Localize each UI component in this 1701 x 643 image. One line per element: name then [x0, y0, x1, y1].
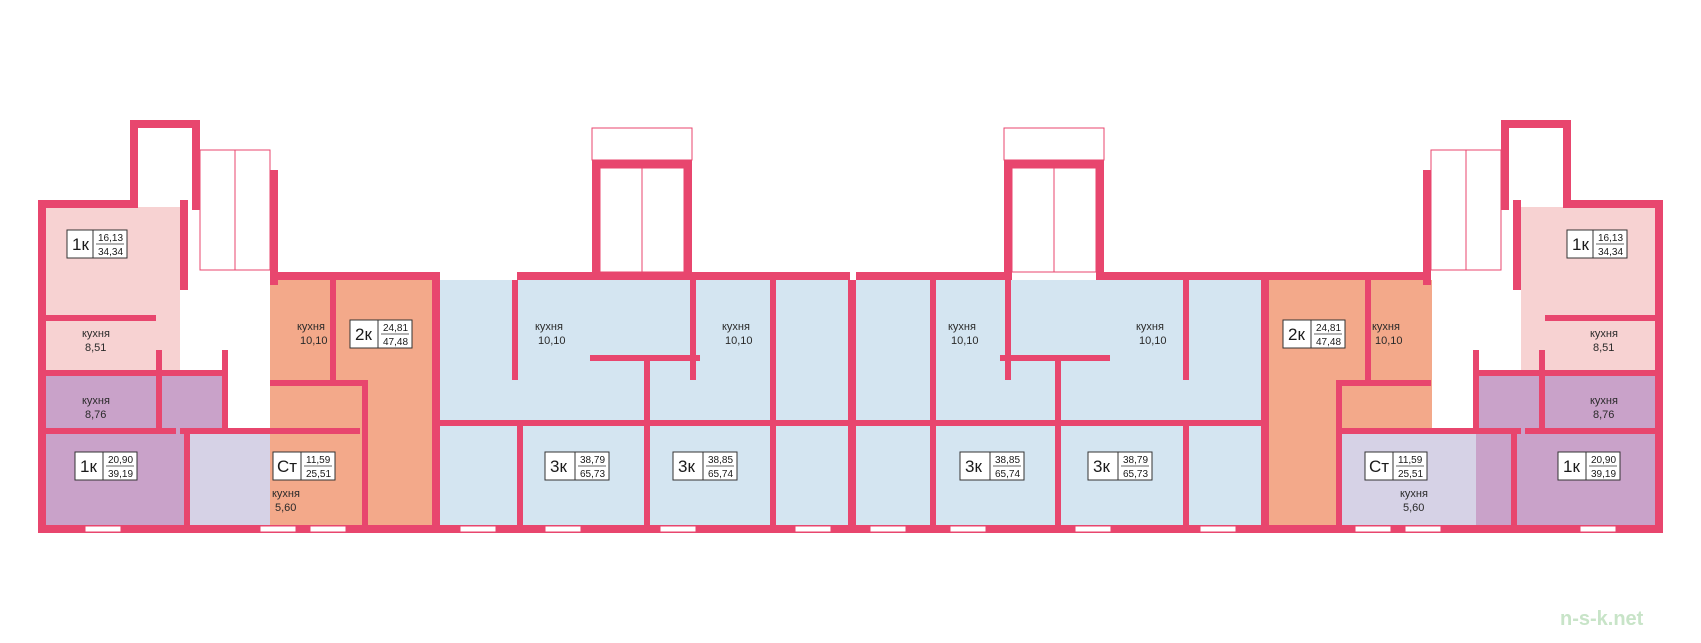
windows: [84, 525, 1617, 533]
kitchen-label: кухня: [722, 321, 750, 333]
apt-area-living: 24,81: [1316, 323, 1341, 334]
apt-area-living: 11,59: [1398, 455, 1423, 466]
apt-type: 1к: [72, 235, 89, 254]
apt-area-total: 65,73: [1123, 469, 1148, 480]
kitchen-label: кухня: [535, 321, 563, 333]
apt-type: 3к: [550, 457, 567, 476]
apt-type: 2к: [1288, 325, 1305, 344]
walls: [38, 120, 1663, 533]
apt-area-living: 11,59: [306, 455, 331, 466]
kitchen-area: 5,60: [275, 502, 296, 514]
kitchen-area: 8,51: [85, 342, 106, 354]
apt-1k-bottom-right-fill: [1476, 370, 1656, 525]
kitchen-area: 8,76: [1593, 409, 1614, 421]
apt-tag-1k-bottom-left: 1к 20,90 39,19: [74, 451, 138, 481]
kitchen-area: 10,10: [951, 335, 979, 347]
apt-type: 3к: [678, 457, 695, 476]
apt-area-living: 38,79: [580, 455, 605, 466]
apt-tag-2k-left: 2к 24,81 47,48: [349, 319, 413, 349]
kitchen-area: 5,60: [1403, 502, 1424, 514]
kitchen-area: 8,76: [85, 409, 106, 421]
kitchen-label: кухня: [82, 395, 110, 407]
apt-type: 3к: [1093, 457, 1110, 476]
apt-type: Ст: [1369, 457, 1389, 476]
kitchen-area: 8,51: [1593, 342, 1614, 354]
apt-tag-1k-top-left: 1к 16,13 34,34: [66, 229, 128, 259]
apt-area-living: 20,90: [108, 455, 133, 466]
apt-area-total: 34,34: [98, 247, 123, 258]
kitchen-label: кухня: [948, 321, 976, 333]
kitchen-label: кухня: [1400, 488, 1428, 500]
apt-tag-3k-4: 3к 38,79 65,73: [1087, 451, 1153, 481]
apt-type: 1к: [1563, 457, 1580, 476]
apartment-labels: 1к 16,13 34,34 кухня 8,51 кухня 8,76 1к …: [66, 229, 1628, 514]
apt-area-total: 65,73: [580, 469, 605, 480]
apt-area-total: 39,19: [108, 469, 133, 480]
kitchen-label: кухня: [1372, 321, 1400, 333]
kitchen-area: 10,10: [725, 335, 753, 347]
apt-area-living: 20,90: [1591, 455, 1616, 466]
stairwells: [199, 127, 1502, 273]
apt-area-total: 39,19: [1591, 469, 1616, 480]
apt-tag-st-right: Ст 11,59 25,51: [1364, 451, 1428, 481]
kitchen-area: 10,10: [300, 335, 328, 347]
watermark: n-s-k.net: [1560, 608, 1644, 630]
apt-area-total: 34,34: [1598, 247, 1623, 258]
apt-type: 1к: [80, 457, 97, 476]
apt-area-living: 24,81: [383, 323, 408, 334]
apt-type: 3к: [965, 457, 982, 476]
apt-tag-2k-right: 2к 24,81 47,48: [1282, 319, 1346, 349]
kitchen-label: кухня: [1590, 328, 1618, 340]
apt-tag-3k-3: 3к 38,85 65,74: [959, 451, 1025, 481]
apt-type: 1к: [1572, 235, 1589, 254]
apt-area-total: 47,48: [1316, 337, 1341, 348]
kitchen-area: 10,10: [538, 335, 566, 347]
apt-tag-1k-bottom-right: 1к 20,90 39,19: [1557, 451, 1621, 481]
apt-area-living: 16,13: [1598, 233, 1623, 244]
apt-area-total: 65,74: [995, 469, 1020, 480]
apt-tag-3k-1: 3к 38,79 65,73: [544, 451, 610, 481]
apt-area-total: 25,51: [1398, 469, 1423, 480]
kitchen-label: кухня: [82, 328, 110, 340]
apt-type: 2к: [355, 325, 372, 344]
kitchen-label: кухня: [272, 488, 300, 500]
kitchen-label: кухня: [1136, 321, 1164, 333]
kitchen-area: 10,10: [1139, 335, 1167, 347]
kitchen-area: 10,10: [1375, 335, 1403, 347]
apt-tag-st-left: Ст 11,59 25,51: [272, 451, 336, 481]
apt-tag-1k-top-right: 1к 16,13 34,34: [1566, 229, 1628, 259]
apt-area-living: 38,79: [1123, 455, 1148, 466]
apt-area-living: 38,85: [708, 455, 733, 466]
apt-area-total: 25,51: [306, 469, 331, 480]
apt-tag-3k-2: 3к 38,85 65,74: [672, 451, 738, 481]
apt-area-living: 38,85: [995, 455, 1020, 466]
apt-3k-left-block-fill: [438, 280, 848, 525]
apt-area-total: 47,48: [383, 337, 408, 348]
kitchen-label: кухня: [1590, 395, 1618, 407]
apt-area-living: 16,13: [98, 233, 123, 244]
apt-type: Ст: [277, 457, 297, 476]
apt-area-total: 65,74: [708, 469, 733, 480]
kitchen-label: кухня: [297, 321, 325, 333]
